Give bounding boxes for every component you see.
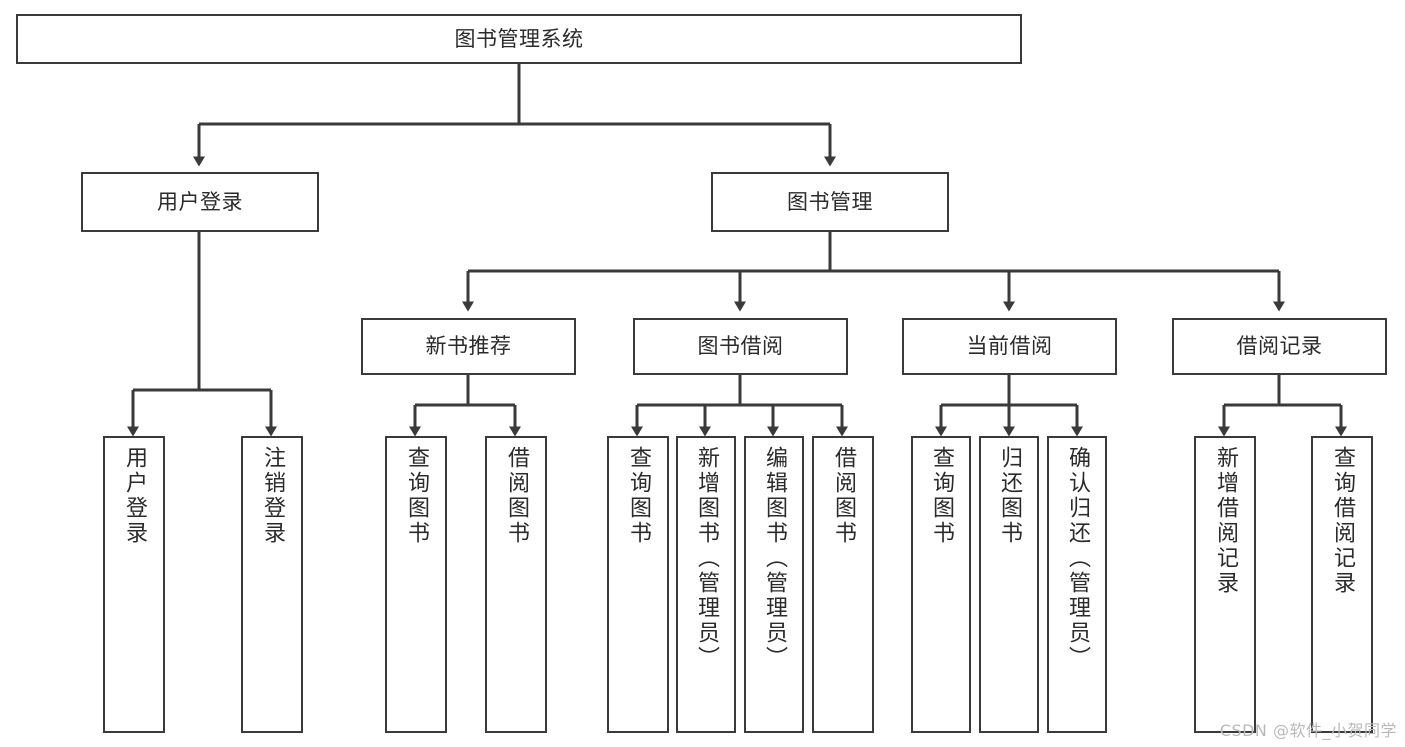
node-borrow-record-label: 借阅记录: [1236, 334, 1323, 359]
node-leaf-borrow-query[interactable]: 查询图书: [607, 436, 669, 733]
node-leaf-label: 编辑图书（管理员）: [762, 446, 787, 671]
node-leaf-borrow-book[interactable]: 借阅图书: [812, 436, 874, 733]
node-leaf-label: 新增借阅记录: [1213, 446, 1238, 596]
node-root[interactable]: 图书管理系统: [16, 14, 1022, 64]
node-leaf-record-query[interactable]: 查询借阅记录: [1311, 436, 1373, 733]
node-leaf-label: 归还图书: [997, 446, 1022, 546]
node-current-borrow-label: 当前借阅: [966, 334, 1053, 359]
node-new-book-recommend[interactable]: 新书推荐: [361, 318, 576, 375]
node-leaf-label: 借阅图书: [831, 446, 856, 546]
node-user-login-label: 用户登录: [157, 189, 243, 214]
node-leaf-label: 查询借阅记录: [1330, 446, 1355, 596]
node-book-manage[interactable]: 图书管理: [711, 172, 949, 232]
node-leaf-user-login-signout[interactable]: 注销登录: [241, 436, 303, 733]
node-book-borrow[interactable]: 图书借阅: [633, 318, 848, 375]
node-leaf-label: 注销登录: [260, 446, 285, 546]
node-leaf-new-book-query[interactable]: 查询图书: [385, 436, 447, 733]
node-leaf-new-book-borrow[interactable]: 借阅图书: [485, 436, 547, 733]
node-leaf-record-add[interactable]: 新增借阅记录: [1194, 436, 1256, 733]
node-leaf-label: 借阅图书: [504, 446, 529, 546]
node-leaf-label: 查询图书: [929, 446, 954, 546]
node-leaf-label: 查询图书: [404, 446, 429, 546]
node-borrow-record[interactable]: 借阅记录: [1172, 318, 1387, 375]
node-leaf-current-query[interactable]: 查询图书: [911, 436, 971, 733]
node-leaf-borrow-add[interactable]: 新增图书（管理员）: [676, 436, 736, 733]
node-new-book-recommend-label: 新书推荐: [425, 334, 512, 359]
node-root-label: 图书管理系统: [454, 26, 584, 51]
node-leaf-borrow-edit[interactable]: 编辑图书（管理员）: [744, 436, 804, 733]
watermark-text: CSDN @软件_小贺同学: [1219, 721, 1397, 740]
node-leaf-label: 用户登录: [122, 446, 147, 546]
node-book-manage-label: 图书管理: [787, 189, 873, 214]
node-current-borrow[interactable]: 当前借阅: [902, 318, 1117, 375]
node-book-borrow-label: 图书借阅: [697, 334, 784, 359]
node-leaf-current-confirm-return[interactable]: 确认归还（管理员）: [1047, 436, 1107, 733]
node-leaf-user-login-signin[interactable]: 用户登录: [103, 436, 165, 733]
node-leaf-current-return[interactable]: 归还图书: [979, 436, 1039, 733]
node-leaf-label: 查询图书: [626, 446, 651, 546]
node-user-login[interactable]: 用户登录: [81, 172, 319, 232]
node-leaf-label: 新增图书（管理员）: [694, 446, 719, 671]
node-leaf-label: 确认归还（管理员）: [1065, 446, 1090, 671]
